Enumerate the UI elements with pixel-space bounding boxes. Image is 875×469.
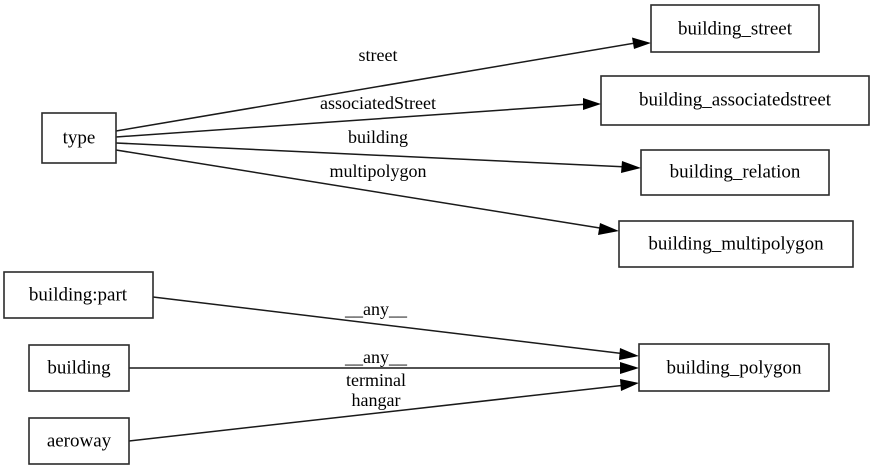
edge-type-building_associatedstreet	[115, 98, 601, 138]
arrowhead-icon	[621, 161, 641, 173]
edge-label-street: street	[359, 45, 398, 65]
node-building_polygon[interactable]: building_polygon	[638, 343, 830, 392]
arrowhead-icon	[620, 379, 639, 391]
edge-line	[115, 103, 590, 138]
node-label: aeroway	[47, 430, 112, 451]
edge-label-terminal: terminal	[346, 370, 406, 390]
node-box[interactable]	[640, 149, 830, 196]
edge-aeroway-building_polygon	[128, 379, 639, 442]
node-box[interactable]	[618, 220, 854, 268]
edge-label-building: building	[348, 127, 408, 147]
edge-line	[115, 149, 607, 230]
arrowhead-icon	[619, 348, 639, 360]
node-box[interactable]	[3, 271, 154, 319]
arrowhead-icon	[598, 223, 619, 235]
node-building_relation[interactable]: building_relation	[640, 149, 830, 196]
node-box[interactable]	[28, 417, 130, 465]
edge-line	[115, 142, 629, 168]
node-building_part[interactable]: building:part	[3, 271, 154, 319]
arrowhead-icon	[632, 37, 651, 49]
node-building_street[interactable]: building_street	[650, 4, 820, 53]
node-building[interactable]: building	[28, 344, 130, 392]
node-label: building_street	[678, 18, 793, 39]
node-box[interactable]	[638, 343, 830, 392]
arrowhead-icon	[583, 98, 601, 110]
node-building_multipolygon[interactable]: building_multipolygon	[618, 220, 854, 268]
edge-line	[115, 41, 639, 132]
node-type[interactable]: type	[41, 112, 117, 164]
edge-label-associatedstreet: associatedStreet	[320, 93, 436, 113]
node-box[interactable]	[28, 344, 130, 392]
edge-building_part-building_polygon	[152, 296, 639, 360]
node-building_associatedstreet[interactable]: building_associatedstreet	[600, 75, 870, 126]
node-aeroway[interactable]: aeroway	[28, 417, 130, 465]
edge-label-hangar: hangar	[352, 390, 401, 410]
node-layer: type building_street building_associated…	[3, 4, 870, 465]
edge-type-building_street	[115, 37, 651, 132]
edge-label-any-part: __any__	[344, 299, 408, 319]
edge-type-building_relation	[115, 142, 641, 173]
edge-label-any-building: __any__	[344, 347, 408, 367]
edge-building-building_polygon	[129, 362, 639, 374]
node-label: building_relation	[670, 161, 801, 182]
arrowhead-icon	[620, 362, 639, 374]
edge-type-building_multipolygon	[115, 149, 619, 235]
node-box[interactable]	[600, 75, 870, 126]
node-box[interactable]	[650, 4, 820, 53]
edge-layer	[115, 37, 651, 442]
node-label: type	[63, 127, 96, 148]
node-box[interactable]	[41, 112, 117, 164]
edge-label-layer: street associatedStreet building multipo…	[320, 45, 436, 410]
edge-label-multipolygon: multipolygon	[329, 161, 426, 181]
edge-line	[152, 296, 627, 355]
node-label: building:part	[29, 284, 128, 305]
node-label: building_multipolygon	[648, 233, 824, 254]
node-label: building_associatedstreet	[639, 89, 832, 110]
node-label: building_polygon	[666, 357, 802, 378]
edge-line	[128, 384, 627, 442]
node-label: building	[47, 357, 111, 378]
